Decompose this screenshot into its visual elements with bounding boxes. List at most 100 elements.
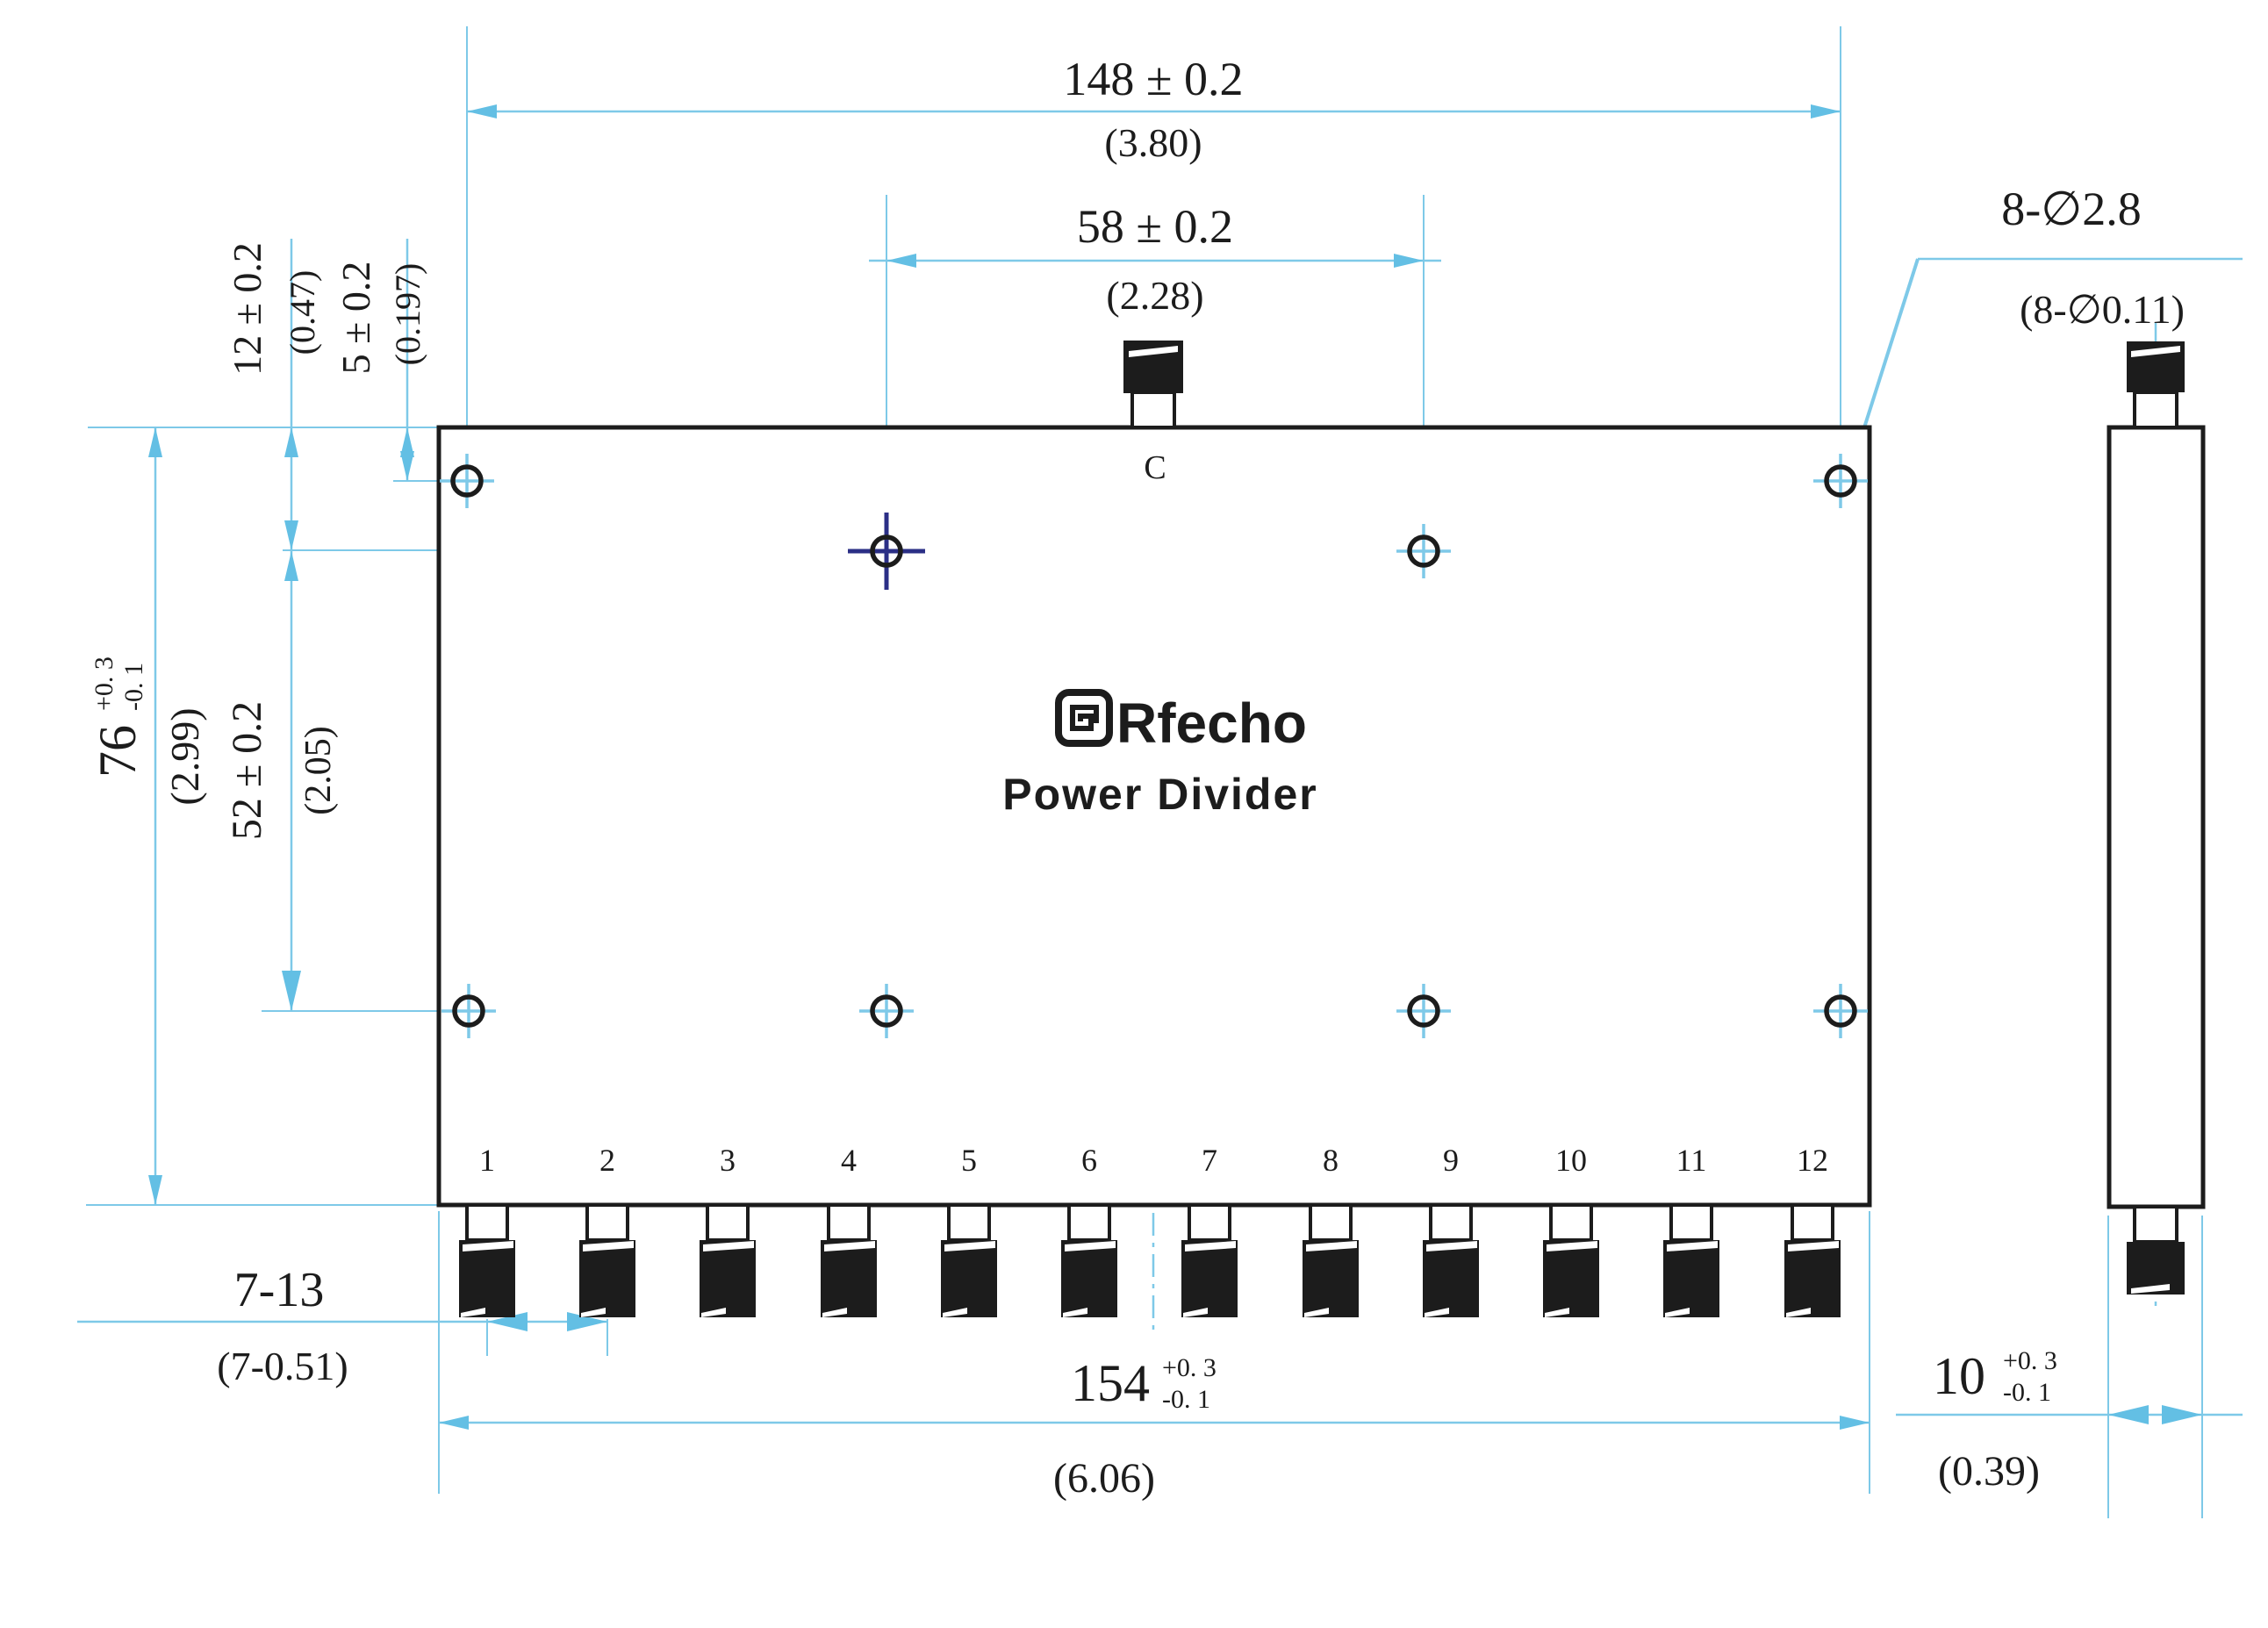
connector-neck xyxy=(827,1203,871,1242)
thread-highlight xyxy=(461,1308,485,1317)
connector-neck xyxy=(1130,391,1176,429)
logo-icon xyxy=(1055,689,1113,747)
connector-thread xyxy=(700,1240,756,1317)
connector-neck xyxy=(2133,391,2178,429)
dimension-labels: 148 ± 0.2 (3.80) 58 ± 0.2 (2.28) 8-∅2.8 … xyxy=(89,53,2185,1502)
connector-thread xyxy=(1303,1240,1359,1317)
dim-154-tol-minus: -0. 1 xyxy=(1162,1385,1210,1414)
thread-highlight xyxy=(1665,1308,1690,1317)
hole-circle xyxy=(870,994,903,1028)
output-port: 9 xyxy=(1423,1143,1479,1317)
dim-148-mm: 148 ± 0.2 xyxy=(1063,53,1243,105)
connector-neck xyxy=(706,1203,750,1242)
thread-highlight xyxy=(944,1241,995,1251)
thread-highlight xyxy=(1786,1308,1811,1317)
side-top-connector xyxy=(2127,341,2185,429)
port-number: 6 xyxy=(1081,1143,1097,1178)
dim-52-mm: 52 ± 0.2 xyxy=(224,701,270,840)
dim-58-mm: 58 ± 0.2 xyxy=(1077,200,1233,253)
thread-highlight xyxy=(2131,1284,2170,1294)
port-number: 5 xyxy=(961,1143,977,1178)
side-view xyxy=(2107,341,2206,1295)
mounting-hole xyxy=(848,513,925,590)
dim-154-tol-plus: +0. 3 xyxy=(1162,1353,1217,1382)
hole-callout-inch: (8-∅0.11) xyxy=(2020,287,2185,332)
thread-highlight xyxy=(1129,346,1178,357)
output-port: 6 xyxy=(1061,1143,1117,1317)
connector-neck xyxy=(1549,1203,1593,1242)
connector-thread xyxy=(1663,1240,1719,1317)
connector-neck xyxy=(1188,1203,1231,1242)
dim-5-inch: (0.197) xyxy=(388,263,427,366)
connector-neck xyxy=(2133,1205,2178,1244)
hole-circle xyxy=(1824,994,1857,1028)
thread-highlight xyxy=(1183,1308,1208,1317)
output-port: 1 xyxy=(459,1143,515,1317)
dim-10: 10 +0. 3 -0. 1 xyxy=(1933,1346,2057,1407)
port-number: 3 xyxy=(720,1143,736,1178)
hole-circle xyxy=(1407,534,1440,568)
dim-76: 76 +0. 3 -0. 1 xyxy=(89,656,148,778)
hole-circle xyxy=(452,994,485,1028)
output-port: 5 xyxy=(941,1143,997,1317)
hole-circle xyxy=(870,534,903,568)
dim-7-13-inch: (7-0.51) xyxy=(217,1344,348,1388)
dim-10-tol-plus: +0. 3 xyxy=(2003,1346,2057,1375)
thread-highlight xyxy=(463,1241,513,1251)
dim-12-mm: 12 ± 0.2 xyxy=(225,242,269,376)
dim-10-inch: (0.39) xyxy=(1938,1448,2040,1495)
connector-neck xyxy=(1309,1203,1353,1242)
port-number: 2 xyxy=(599,1143,615,1178)
mounting-hole xyxy=(1813,454,1868,508)
thread-highlight xyxy=(1063,1308,1087,1317)
extension-lines xyxy=(86,26,2203,1518)
output-port: 11 xyxy=(1663,1143,1719,1317)
port-number: 1 xyxy=(479,1143,495,1178)
thread-highlight xyxy=(701,1308,726,1317)
thread-highlight xyxy=(1426,1241,1477,1251)
logo-spiral-icon xyxy=(1070,705,1099,731)
connector-neck xyxy=(1429,1203,1473,1242)
input-connector-c xyxy=(1123,341,1183,429)
mounting-hole xyxy=(859,984,914,1038)
dim-52-inch: (2.05) xyxy=(298,726,339,814)
connector-thread xyxy=(1784,1240,1841,1317)
connector-thread xyxy=(579,1240,635,1317)
thread-highlight xyxy=(1545,1308,1569,1317)
mounting-hole xyxy=(440,454,494,508)
thread-highlight xyxy=(943,1308,967,1317)
thread-highlight xyxy=(1788,1241,1839,1251)
connector-thread xyxy=(941,1240,997,1317)
dim-154-inch: (6.06) xyxy=(1053,1455,1155,1502)
dim-7-13-mm: 7-13 xyxy=(234,1263,325,1317)
dim-12-inch: (0.47) xyxy=(283,270,322,355)
output-port: 3 xyxy=(700,1143,756,1317)
dim-10-tol-minus: -0. 1 xyxy=(2003,1378,2051,1407)
thread-highlight xyxy=(583,1241,634,1251)
output-port: 8 xyxy=(1303,1143,1359,1317)
dim-5-mm: 5 ± 0.2 xyxy=(334,262,378,375)
connector-neck xyxy=(947,1203,991,1242)
mounting-holes xyxy=(440,454,1868,1038)
dim-10-value: 10 xyxy=(1933,1347,1985,1405)
dim-76-inch: (2.99) xyxy=(162,707,207,805)
thread-highlight xyxy=(703,1241,754,1251)
port-number: 10 xyxy=(1555,1143,1587,1178)
hole-circle xyxy=(1407,994,1440,1028)
connector-thread xyxy=(1543,1240,1599,1317)
dim-76-tol-plus: +0. 3 xyxy=(90,656,118,711)
port-number: 8 xyxy=(1323,1143,1339,1178)
dim-58-inch: (2.28) xyxy=(1106,273,1203,318)
output-port: 4 xyxy=(821,1143,877,1317)
hole-circle xyxy=(450,464,484,498)
dim-148-inch: (3.80) xyxy=(1104,120,1202,165)
hole-callout-mm: 8-∅2.8 xyxy=(2001,183,2142,235)
connector-neck xyxy=(585,1203,629,1242)
thread-highlight xyxy=(1306,1241,1357,1251)
connector-neck xyxy=(1791,1203,1834,1242)
mounting-hole xyxy=(1396,984,1451,1038)
output-port: 7 xyxy=(1181,1143,1238,1317)
